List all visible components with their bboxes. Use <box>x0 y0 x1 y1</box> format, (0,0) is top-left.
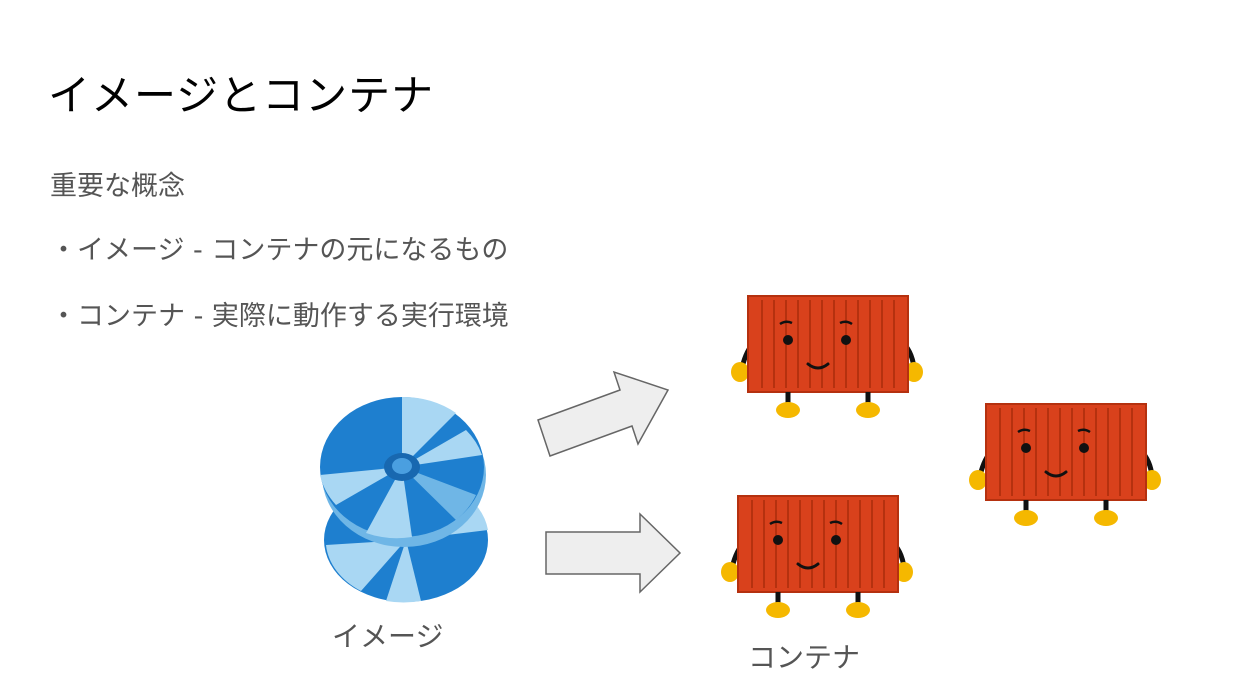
right-arrow-icon <box>530 360 680 470</box>
caption-container: コンテナ <box>748 641 861 674</box>
bullet-container: ・コンテナ - 実際に動作する実行環境 <box>50 301 509 332</box>
shipping-container-character-icon <box>966 396 1166 536</box>
shipping-container-character-icon <box>728 288 928 428</box>
disc-stack-icon <box>316 395 496 605</box>
bullet-image: ・イメージ - コンテナの元になるもの <box>50 235 509 266</box>
top-disc <box>320 396 484 539</box>
shipping-container-character-icon <box>718 488 918 628</box>
slide-title: イメージとコンテナ <box>48 71 435 120</box>
right-arrow-icon <box>540 508 690 598</box>
caption-image: イメージ <box>332 620 444 653</box>
slide-subtitle: 重要な概念 <box>50 171 185 202</box>
